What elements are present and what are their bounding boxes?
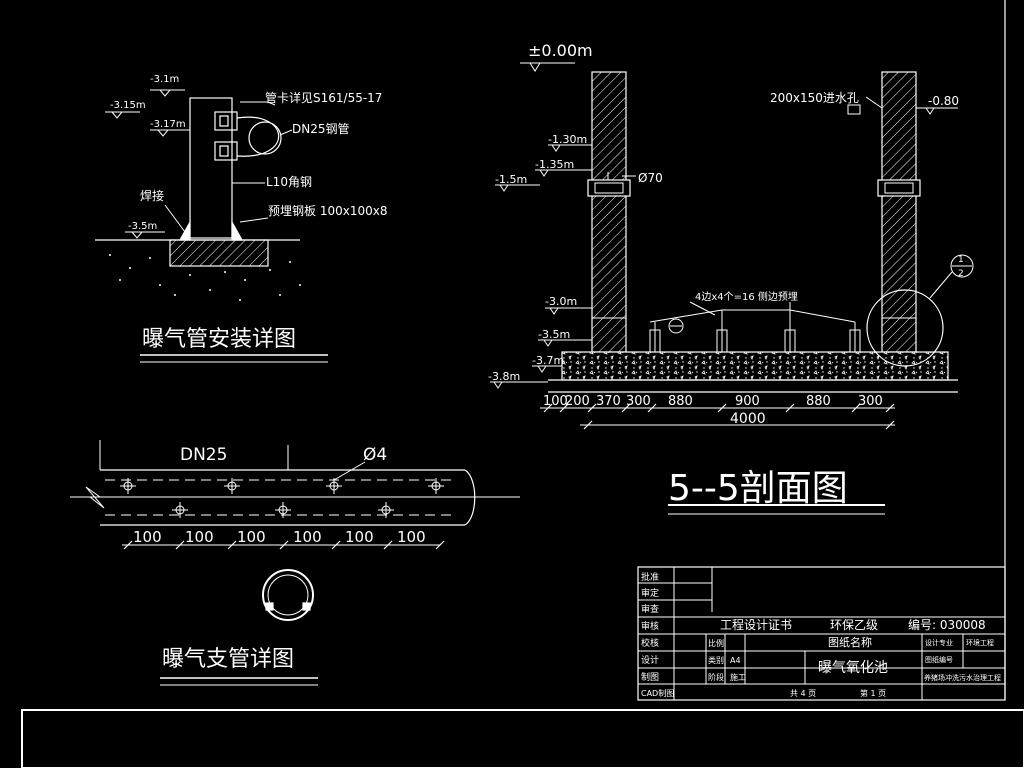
type-label: 类别 [708, 655, 724, 665]
code-label: 编号: 030008 [908, 617, 986, 632]
role-check: 校核 [641, 637, 659, 649]
clamp-label: 管卡详见S161/55-17 [265, 90, 382, 105]
elev-marks-mount [105, 89, 190, 239]
dim-300b: 300 [858, 394, 883, 409]
elev-mount-4: -3.5m [128, 221, 157, 232]
total-dim: 4000 [730, 411, 766, 427]
mount-detail-title: 曝气管安装详图 [142, 327, 296, 352]
elev-mount-2: -3.15m [110, 100, 146, 111]
elev-marks-section [490, 62, 958, 389]
dim-300a: 300 [626, 394, 651, 409]
role-cad: CAD制图 [641, 688, 674, 698]
role-audit: 审核 [641, 620, 659, 632]
left-pipe [587, 179, 631, 197]
mount-detail [95, 89, 328, 363]
dim-880b: 880 [806, 394, 831, 409]
dim-880a: 880 [668, 394, 693, 409]
cert-label: 工程设计证书 [720, 617, 792, 632]
stage-label: 阶段 [708, 672, 724, 682]
stage-value: 施工 [730, 672, 746, 682]
dim-900: 900 [735, 394, 760, 409]
discipline-value: 环境工程 [966, 638, 994, 647]
embedded-plate [169, 239, 269, 267]
elev-30: -3.0m [545, 295, 577, 308]
dim-100: 100 [543, 394, 568, 409]
branch-pipe-label: DN25 [180, 445, 227, 465]
detail-callout-circle [866, 289, 944, 367]
drawing-no-label: 图纸编号 [925, 655, 953, 664]
plate-label: 预埋钢板 100x100x8 [268, 204, 387, 218]
angle-steel-post [189, 97, 233, 239]
branch-detail [70, 440, 520, 686]
title-block [637, 566, 1006, 701]
spacing-3: 100 [237, 528, 266, 546]
drawing-name: 曝气氧化池 [818, 660, 888, 676]
elev-135: -1.35m [535, 158, 574, 171]
role-approve: 批准 [641, 571, 659, 583]
sheet-no: 第 1 页 [860, 688, 886, 698]
weld-marks [178, 219, 244, 241]
soil-marks [109, 254, 301, 301]
role-finalize: 审定 [641, 587, 659, 599]
type-value: A4 [730, 656, 741, 665]
discipline-label: 设计专业 [925, 638, 953, 647]
elev-130: -1.30m [548, 133, 587, 146]
grade-label: 环保乙级 [830, 618, 878, 632]
drawing-name-label: 图纸名称 [828, 635, 872, 649]
section-view [490, 62, 974, 515]
inlet-label: 200x150进水孔 [770, 91, 859, 105]
dim-200: 200 [565, 394, 590, 409]
role-design: 设计 [641, 654, 659, 666]
spacing-2: 100 [185, 528, 214, 546]
role-review: 审查 [641, 603, 659, 615]
elev-37: -3.7m [532, 354, 564, 367]
angle-label: L10角钢 [266, 175, 312, 189]
bottom-panel [21, 709, 1024, 768]
elev-38: -3.8m [488, 370, 520, 383]
right-pipe [877, 179, 921, 197]
dn25-pipe [248, 121, 282, 155]
title-block-roles: 批准 审定 审查 审核 校核 设计 制图 CAD制图 [641, 571, 674, 698]
pipe-diameter: Ø70 [638, 171, 663, 185]
inlet-hole [847, 104, 861, 115]
hole-label: Ø4 [363, 445, 387, 465]
pipe-label: DN25钢管 [292, 121, 350, 136]
callout-num: 1 [958, 255, 964, 265]
spacing-4: 100 [293, 528, 322, 546]
top-elevation: ±0.00m [528, 41, 593, 60]
left-wall [591, 71, 627, 353]
dim-370: 370 [596, 394, 621, 409]
pipe-clamp [236, 116, 280, 157]
scale-label: 比例 [708, 638, 724, 648]
right-wall [881, 71, 917, 353]
project-name: 养猪场冲洗污水治理工程 [924, 673, 1001, 682]
aeration-supports [649, 301, 861, 353]
callout-den: 2 [958, 269, 964, 279]
support-note: 4边x4个=16 侧边预埋 [695, 290, 798, 303]
weld-label: 焊接 [140, 188, 164, 203]
elev-35: -3.5m [538, 328, 570, 341]
sheet-total: 共 4 页 [790, 689, 816, 698]
branch-detail-title: 曝气支管详图 [162, 647, 294, 672]
hole-marks [120, 478, 444, 518]
role-draw: 制图 [641, 671, 659, 683]
spacing-5: 100 [345, 528, 374, 546]
section-title: 5--5剖面图 [668, 468, 848, 509]
elev-right: -0.80 [928, 94, 959, 108]
elev-15: -1.5m [495, 173, 527, 186]
spacing-1: 100 [133, 528, 162, 546]
elev-mount-3: -3.17m [150, 119, 186, 130]
spacing-6: 100 [397, 528, 426, 546]
base-slab [561, 351, 949, 381]
elev-mount-1: -3.1m [150, 74, 179, 85]
